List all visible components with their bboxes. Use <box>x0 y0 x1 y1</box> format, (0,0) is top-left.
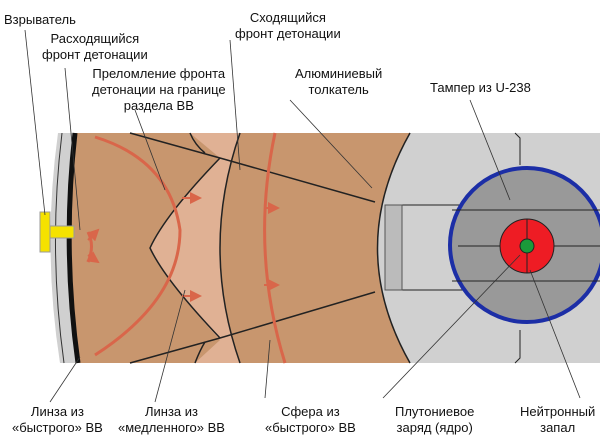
slow-lens <box>150 133 240 363</box>
label-tamper: Тампер из U-238 <box>430 80 531 95</box>
label-line: Линза из <box>144 404 198 419</box>
fast-explosive <box>69 133 410 363</box>
label-line: толкатель <box>308 82 369 97</box>
label-line: «медленного» ВВ <box>118 420 225 435</box>
label-slow-lens: Линза из«медленного» ВВ <box>118 404 225 436</box>
label-line: заряд (ядро) <box>396 420 473 435</box>
label-line: Нейтронный <box>520 404 596 419</box>
label-line: запал <box>540 420 576 435</box>
label-line: Сфера из <box>281 404 340 419</box>
label-line: фронт детонации <box>235 26 341 41</box>
label-fast-sphere: Сфера из«быстрого» ВВ <box>265 404 356 436</box>
detonator-icon <box>39 211 51 253</box>
label-line: детонации на границе <box>92 82 226 97</box>
label-line: Алюминиевый <box>295 66 383 81</box>
label-line: Плутониевое <box>395 404 475 419</box>
label-line: Линза из <box>30 404 84 419</box>
label-line: раздела ВВ <box>123 98 194 113</box>
label-line: Расходящийся <box>50 31 140 46</box>
label-line: «быстрого» ВВ <box>12 420 103 435</box>
label-line: «быстрого» ВВ <box>265 420 356 435</box>
label-fast-lens: Линза из«быстрого» ВВ <box>12 404 103 436</box>
label-line: Преломление фронта <box>92 66 226 81</box>
label-detonator: Взрыватель <box>4 12 76 27</box>
neutron-initiator <box>519 238 535 254</box>
label-line: Сходящийся <box>249 10 326 25</box>
label-line: фронт детонации <box>42 47 148 62</box>
